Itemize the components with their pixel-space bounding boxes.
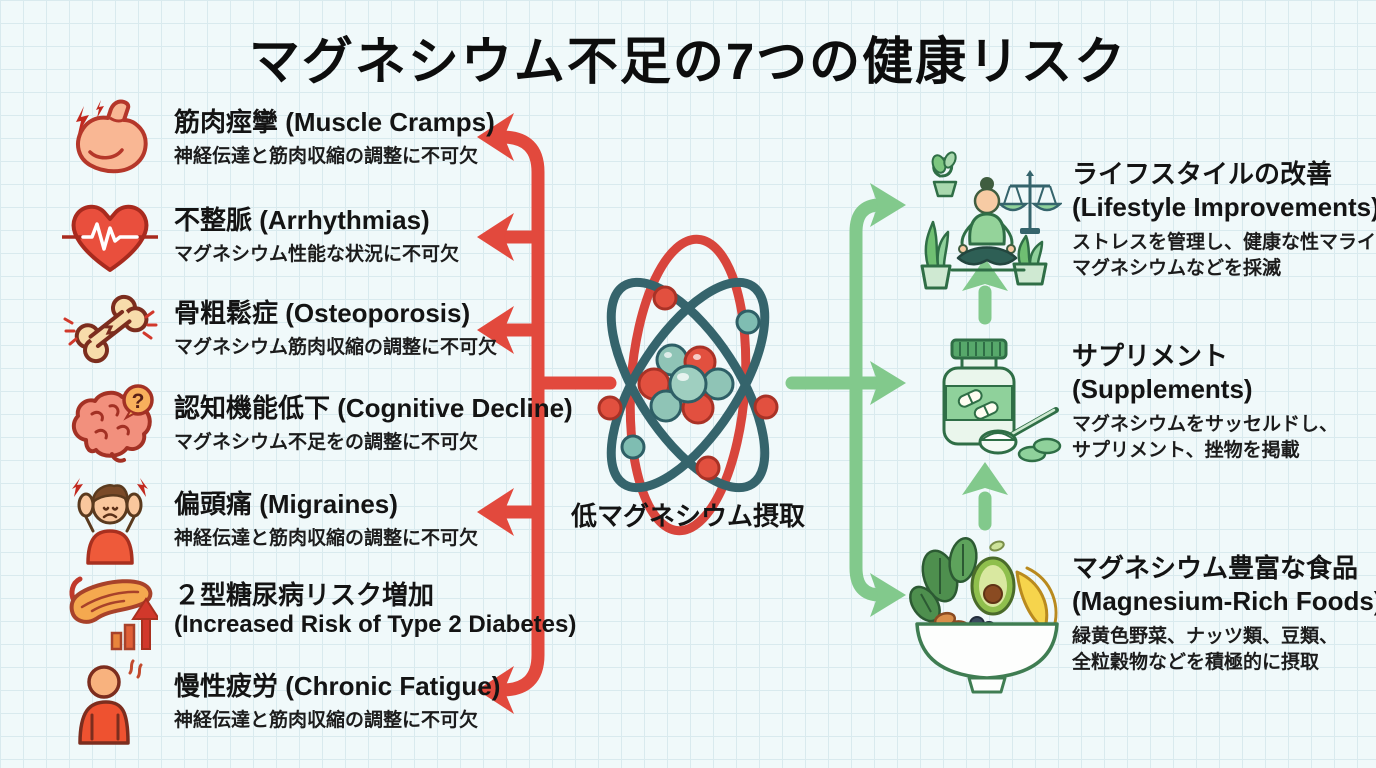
bicep-icon [60, 96, 160, 180]
risk-item-chronic-fatigue: 慢性疲労 (Chronic Fatigue) 神経伝達と筋肉収縮の調整に不可欠 [60, 659, 501, 745]
remedy-title-en: (Supplements) [1072, 374, 1253, 405]
risk-item-arrhythmias: 不整脈 (Arrhythmias) マグネシウム性能な状況に不可欠 [60, 194, 459, 278]
remedy-title: ライフスタイルの改善 [1072, 159, 1333, 189]
risk-title: 認知機能低下 (Cognitive Decline) [174, 392, 573, 423]
risk-subtitle: 神経伝達と筋肉収縮の調整に不可欠 [174, 528, 479, 550]
remedy-supplements: サプリメント (Supplements) マグネシウムをサッセルドし、 サプリメ… [1072, 340, 1372, 465]
fatigue-icon [60, 659, 160, 745]
risk-item-migraines: 偏頭痛 (Migraines) 神経伝達と筋肉収縮の調整に不可欠 [60, 478, 479, 565]
risk-title: 慢性疲労 (Chronic Fatigue) [174, 670, 501, 701]
remedy-desc: 緑黄色野菜、ナッツ類、豆類、 [1072, 625, 1339, 647]
remedy-title-en: (Lifestyle Improvements) [1072, 192, 1376, 223]
remedy-title: サプリメント [1072, 341, 1229, 371]
pancreas-icon [60, 568, 160, 652]
svg-text:?: ? [132, 390, 145, 413]
risk-title: ２型糖尿病リスク増加 [174, 579, 435, 610]
risk-subtitle: マグネシウム筋肉収縮の調整に不可欠 [174, 337, 498, 359]
atom-icon [597, 234, 779, 536]
page-title: マグネシウム不足の7つの健康リスク [248, 33, 1128, 90]
remedy-desc: 全粒穀物などを積極的に摂取 [1072, 652, 1320, 674]
risk-title-en: (Increased Risk of Type 2 Diabetes) [174, 610, 577, 638]
risk-subtitle: 神経伝達と筋肉収縮の調整に不可欠 [174, 710, 479, 732]
migraine-icon [60, 478, 160, 565]
remedy-lifestyle: ライフスタイルの改善 (Lifestyle Improvements) ストレス… [1072, 158, 1376, 283]
remedy-desc: マグネシウムをサッセルドし、 [1072, 413, 1339, 435]
risk-subtitle: マグネシウム不足をの調整に不可欠 [174, 432, 479, 454]
risk-item-cognitive-decline: ? 認知機能低下 (Cognitive Decline) マグネシウム不足をの調… [60, 382, 573, 466]
risk-title: 偏頭痛 (Migraines) [174, 488, 398, 519]
risk-item-muscle-cramps: 筋肉痙攣 (Muscle Cramps) 神経伝達と筋肉収縮の調整に不可欠 [60, 96, 495, 180]
risk-item-osteoporosis: 骨粗鬆症 (Osteoporosis) マグネシウム筋肉収縮の調整に不可欠 [60, 287, 497, 371]
remedy-foods: マグネシウム豊富な食品 (Magnesium-Rich Foods) 緑黄色野菜… [1072, 552, 1376, 677]
brain-icon: ? [60, 382, 160, 466]
remedy-title: マグネシウム豊富な食品 [1072, 553, 1359, 583]
meditation-icon [912, 146, 1064, 306]
risk-title: 筋肉痙攣 (Muscle Cramps) [174, 106, 495, 137]
risk-title: 不整脈 (Arrhythmias) [174, 204, 430, 235]
remedy-title-en: (Magnesium-Rich Foods) [1072, 586, 1376, 617]
food-bowl-icon [905, 528, 1070, 708]
bone-icon [60, 287, 160, 371]
supplement-icon [912, 334, 1062, 474]
remedy-desc: サプリメント、挫物を掲載 [1072, 440, 1300, 462]
risk-item-type2-diabetes: ２型糖尿病リスク増加 (Increased Risk of Type 2 Dia… [60, 568, 576, 652]
risk-subtitle: マグネシウム性能な状況に不可欠 [174, 244, 460, 266]
remedy-desc: ストレスを管理し、健康な性マライ [1072, 231, 1376, 253]
risk-subtitle: 神経伝達と筋肉収縮の調整に不可欠 [174, 146, 479, 168]
risk-title: 骨粗鬆症 (Osteoporosis) [174, 297, 471, 328]
heart-ecg-icon [60, 194, 160, 278]
remedy-desc: マグネシウムなどを採滅 [1072, 258, 1282, 280]
center-label: 低マグネシウム摂取 [570, 501, 805, 531]
